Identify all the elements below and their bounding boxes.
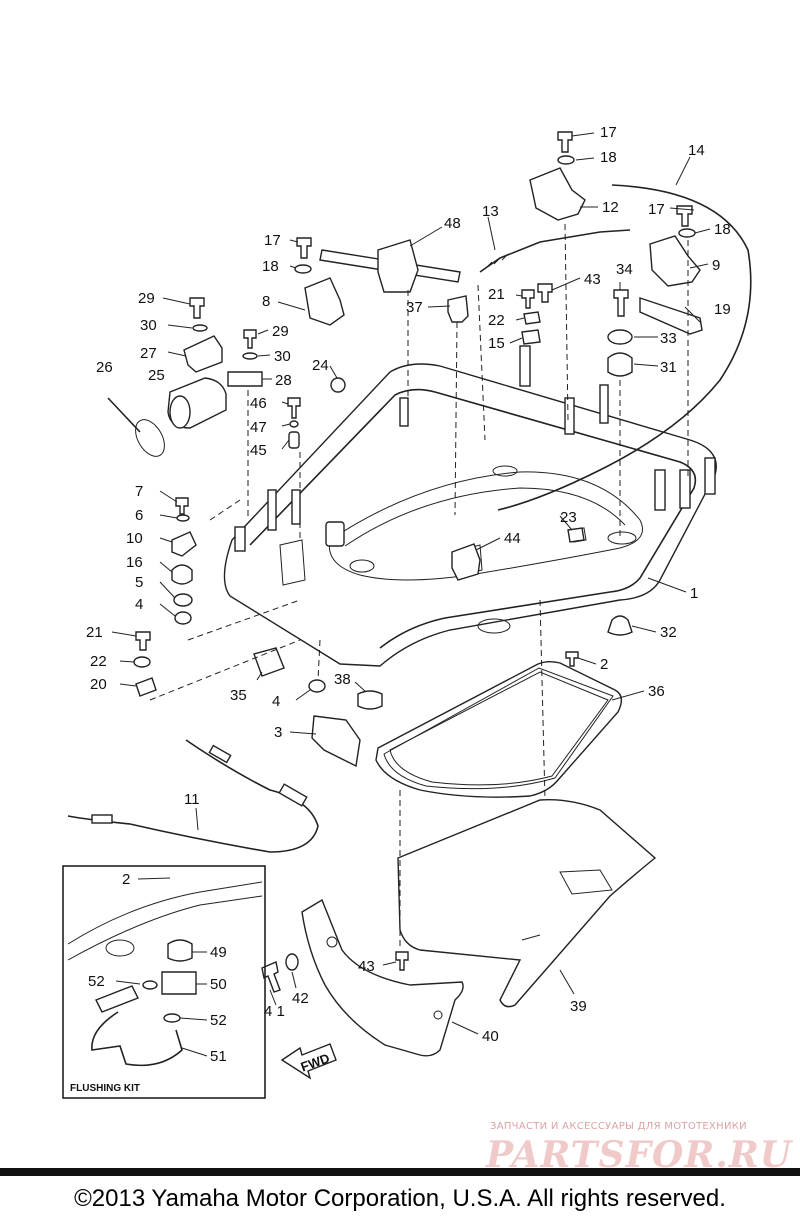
callout-42: 42: [292, 990, 309, 1007]
callout-4: 4: [272, 693, 280, 710]
callout-32: 32: [660, 624, 677, 641]
callout-52: 52: [210, 1012, 227, 1029]
callout-49: 49: [210, 944, 227, 961]
callout-6: 6: [135, 507, 143, 524]
callout-36: 36: [648, 683, 665, 700]
fwd-arrow: FWD: [280, 1043, 337, 1080]
callout-30: 30: [274, 348, 291, 365]
callout-31: 31: [660, 359, 677, 376]
callout-41: 4 1: [264, 1003, 285, 1020]
callout-10: 10: [126, 530, 143, 547]
leader-lines: [111, 132, 711, 1057]
callout-35: 35: [230, 687, 247, 704]
footer-divider: [0, 1168, 800, 1176]
callout-50: 50: [210, 976, 227, 993]
cowling-seal: [375, 661, 623, 798]
callout-11: 11: [184, 791, 200, 808]
flushing-kit-inset: FLUSHING KIT: [62, 865, 266, 1099]
callout-15: 15: [488, 335, 505, 352]
callout-5: 5: [135, 574, 143, 591]
callout-27: 27: [140, 345, 157, 362]
callout-29: 29: [272, 323, 289, 340]
callout-18: 18: [714, 221, 731, 238]
callout-4: 4: [135, 596, 143, 613]
callout-3: 3: [274, 724, 282, 741]
callout-29: 29: [138, 290, 155, 307]
callout-2: 2: [600, 656, 608, 673]
callout-18: 18: [262, 258, 279, 275]
flushing-kit-title: FLUSHING KIT: [70, 1083, 140, 1094]
callout-43: 43: [358, 958, 375, 975]
callout-40: 40: [482, 1028, 499, 1045]
callout-17: 17: [600, 124, 617, 141]
callout-22: 22: [488, 312, 505, 329]
callout-44: 44: [504, 530, 521, 547]
bottom-cover-40: [301, 898, 464, 1057]
callout-30: 30: [140, 317, 157, 334]
callout-2: 2: [122, 871, 130, 888]
callout-22: 22: [90, 653, 107, 670]
exploded-parts-diagram: FLUSHING KIT FWD: [62, 124, 752, 1099]
callout-14: 14: [688, 142, 705, 159]
callout-24: 24: [312, 357, 329, 374]
bottom-cover-39: [397, 799, 657, 1008]
callout-20: 20: [90, 676, 107, 693]
callout-1: 1: [690, 585, 698, 602]
callout-8: 8: [262, 293, 270, 310]
callout-23: 23: [560, 509, 577, 526]
callout-37: 37: [406, 299, 423, 316]
callout-39: 39: [570, 998, 587, 1015]
alignment-lines: [149, 223, 689, 950]
callout-34: 34: [616, 261, 633, 278]
callout-12: 12: [602, 199, 619, 216]
callout-26: 26: [96, 359, 113, 376]
callout-25: 25: [148, 367, 165, 384]
callout-17: 17: [648, 201, 665, 218]
copyright-footer: ©2013 Yamaha Motor Corporation, U.S.A. A…: [74, 1185, 726, 1212]
callout-21: 21: [86, 624, 103, 641]
callout-28: 28: [275, 372, 292, 389]
callout-numbers: 17 18 14 12 17 18 13 48 17 18 9 43 34 21…: [86, 124, 731, 1065]
callout-43: 43: [584, 271, 601, 288]
callout-47: 47: [250, 419, 267, 436]
callout-38: 38: [334, 671, 351, 688]
callout-21: 21: [488, 286, 505, 303]
callout-46: 46: [250, 395, 267, 412]
callout-9: 9: [712, 257, 720, 274]
callout-17: 17: [264, 232, 281, 249]
callout-18: 18: [600, 149, 617, 166]
callout-19: 19: [714, 301, 731, 318]
callout-52: 52: [88, 973, 105, 990]
callout-16: 16: [126, 554, 143, 571]
callout-45: 45: [250, 442, 267, 459]
watermark-subtitle: ЗАПЧАСТИ И АКСЕССУАРЫ ДЛЯ МОТОТЕХНИКИ: [490, 1121, 747, 1132]
callout-7: 7: [135, 483, 143, 500]
bottom-cowling: [223, 345, 717, 667]
callout-13: 13: [482, 203, 499, 220]
callout-51: 51: [210, 1048, 227, 1065]
callout-48: 48: [444, 215, 461, 232]
callout-33: 33: [660, 330, 677, 347]
